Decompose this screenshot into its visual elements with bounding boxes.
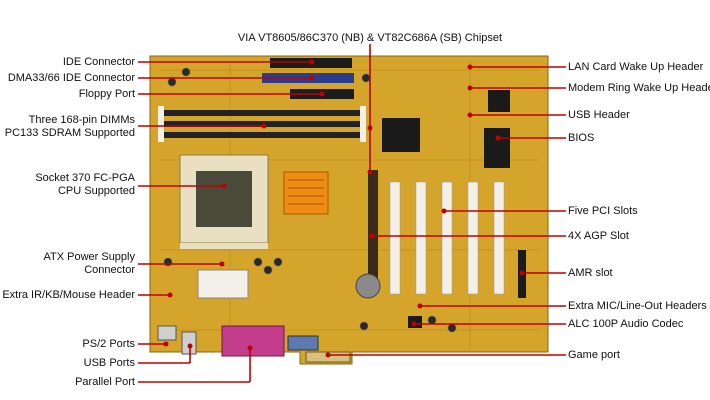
atx-power-connector: [197, 269, 249, 299]
label-parallel-port: Parallel Port: [75, 376, 135, 388]
label-usb-header: USB Header: [568, 109, 630, 121]
label-pci-slots: Five PCI Slots: [568, 205, 638, 217]
agp-slot: [368, 170, 378, 280]
pci-slot-4: [467, 181, 479, 295]
label-socket-line1: Socket 370 FC-PGA: [35, 172, 135, 184]
label-extra-mic: Extra MIC/Line-Out Headers: [568, 300, 707, 312]
pci-slot-1: [389, 181, 401, 295]
label-lan-wake: LAN Card Wake Up Header: [568, 61, 704, 73]
usb-port: [181, 331, 197, 355]
label-dimm-line2: PC133 SDRAM Supported: [4, 127, 135, 139]
label-agp-slot: 4X AGP Slot: [568, 230, 629, 242]
label-dma-ide-connector: DMA33/66 IDE Connector: [7, 72, 135, 84]
label-ps2-ports: PS/2 Ports: [82, 338, 135, 350]
capacitors: [163, 67, 457, 333]
label-bios: BIOS: [568, 132, 595, 144]
label-floppy-port: Floppy Port: [78, 88, 135, 100]
dimm-slot-2: [162, 121, 362, 127]
cpu-socket-pins: [196, 171, 252, 227]
label-game-port: Game port: [568, 349, 620, 361]
label-ide-connector: IDE Connector: [62, 56, 135, 68]
label-usb-ports: USB Ports: [83, 357, 135, 369]
dimm-clip-right: [360, 106, 366, 142]
leader-dots: [163, 59, 525, 358]
label-chipset: VIA VT8605/86C370 (NB) & VT82C686A (SB) …: [237, 32, 503, 44]
dimm-slot-3: [162, 132, 362, 138]
label-dimm-line1: Three 168-pin DIMMs: [28, 114, 135, 126]
heatsink-fins: [288, 179, 324, 205]
ps2-port: [157, 325, 177, 341]
label-socket-line2: CPU Supported: [57, 185, 135, 197]
label-atx-line2: Connector: [84, 264, 135, 276]
serial-port: [287, 335, 319, 351]
label-amr-slot: AMR slot: [568, 267, 613, 279]
leader-lines: [138, 44, 566, 383]
bios-chip: [484, 128, 510, 168]
cmos-battery: [355, 273, 381, 299]
northbridge-chip: [382, 118, 420, 152]
label-atx-line1: ATX Power Supply: [43, 251, 135, 263]
parallel-port: [221, 325, 285, 357]
label-modem-wake: Modem Ring Wake Up Header: [568, 82, 710, 94]
label-extra-ir: Extra IR/KB/Mouse Header: [2, 289, 135, 301]
label-alc-codec: ALC 100P Audio Codec: [568, 318, 684, 330]
pci-slot-3: [441, 181, 453, 295]
pci-slot-2: [415, 181, 427, 295]
cpu-socket-lever: [180, 243, 268, 249]
pci-slot-5: [493, 181, 505, 295]
dimm-clip-left: [158, 106, 164, 142]
dimm-slot-1: [162, 110, 362, 116]
southbridge-chip: [488, 90, 510, 112]
chipset-heatsink: [283, 171, 329, 215]
